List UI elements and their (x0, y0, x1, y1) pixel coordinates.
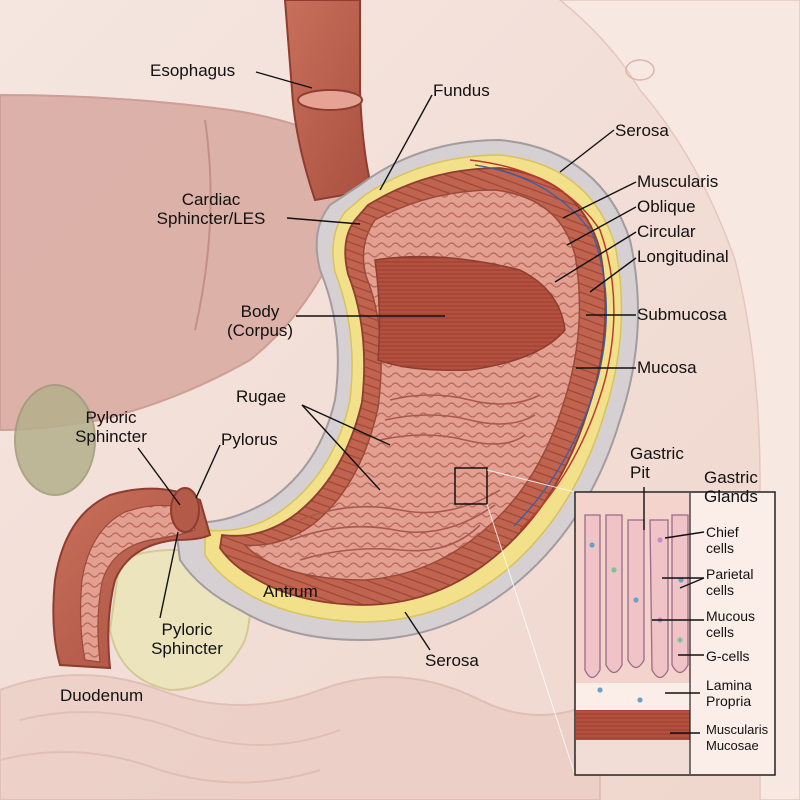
label-parietal-cells: Parietal cells (706, 566, 754, 598)
liver-fissure (194, 119, 212, 331)
label-serosa-top: Serosa (615, 121, 669, 140)
label-pyloric-sphincter-lower: Pyloric Sphincter (151, 620, 223, 658)
label-cardiac-sphincter: Cardiac Sphincter/LES (156, 190, 266, 228)
label-lamina-propria: Lamina Propria (706, 677, 752, 709)
label-g-cells: G-cells (706, 648, 750, 664)
gastric-wall-inset (574, 491, 776, 776)
leader-lines (137, 71, 705, 734)
label-submucosa: Submucosa (637, 305, 727, 324)
closeup-marker (454, 467, 488, 505)
rugae-folds (289, 394, 541, 561)
label-gastric-pit: Gastric Pit (630, 444, 684, 482)
label-mucous-cells: Mucous cells (706, 608, 756, 640)
label-rugae: Rugae (236, 387, 287, 406)
label-duodenum: Duodenum (60, 686, 144, 705)
label-antrum: Antrum (263, 582, 318, 601)
gallbladder (14, 384, 96, 496)
label-longitudinal: Longitudinal (637, 247, 729, 266)
label-pylorus: Pylorus (221, 430, 278, 449)
oblique-muscle-band (374, 255, 566, 372)
vein (474, 164, 608, 527)
artery (469, 159, 615, 531)
torso-skin (558, 0, 800, 800)
pyloric-sphincter (170, 487, 200, 533)
nipple (625, 59, 655, 81)
label-serosa-bottom: Serosa (425, 651, 479, 670)
label-circular: Circular (637, 222, 696, 241)
label-esophagus: Esophagus (150, 61, 236, 80)
label-fundus: Fundus (433, 81, 490, 100)
label-body-corpus: Body (Corpus) (226, 302, 294, 340)
label-muscularis-mucosae: Muscularis Mucosae (706, 722, 769, 753)
duodenum-lumen (79, 504, 196, 663)
gland-cells (589, 537, 684, 703)
label-oblique: Oblique (637, 197, 696, 216)
label-muscularis: Muscularis (637, 172, 719, 191)
intestines (0, 674, 601, 800)
esophagus-opening (297, 89, 363, 111)
label-mucosa: Mucosa (637, 358, 697, 377)
label-chief-cells: Chief cells (706, 524, 739, 556)
label-gastric-glands: Gastric Glands (704, 468, 758, 506)
label-pyloric-sphincter-upper: Pyloric Sphincter (75, 408, 147, 446)
